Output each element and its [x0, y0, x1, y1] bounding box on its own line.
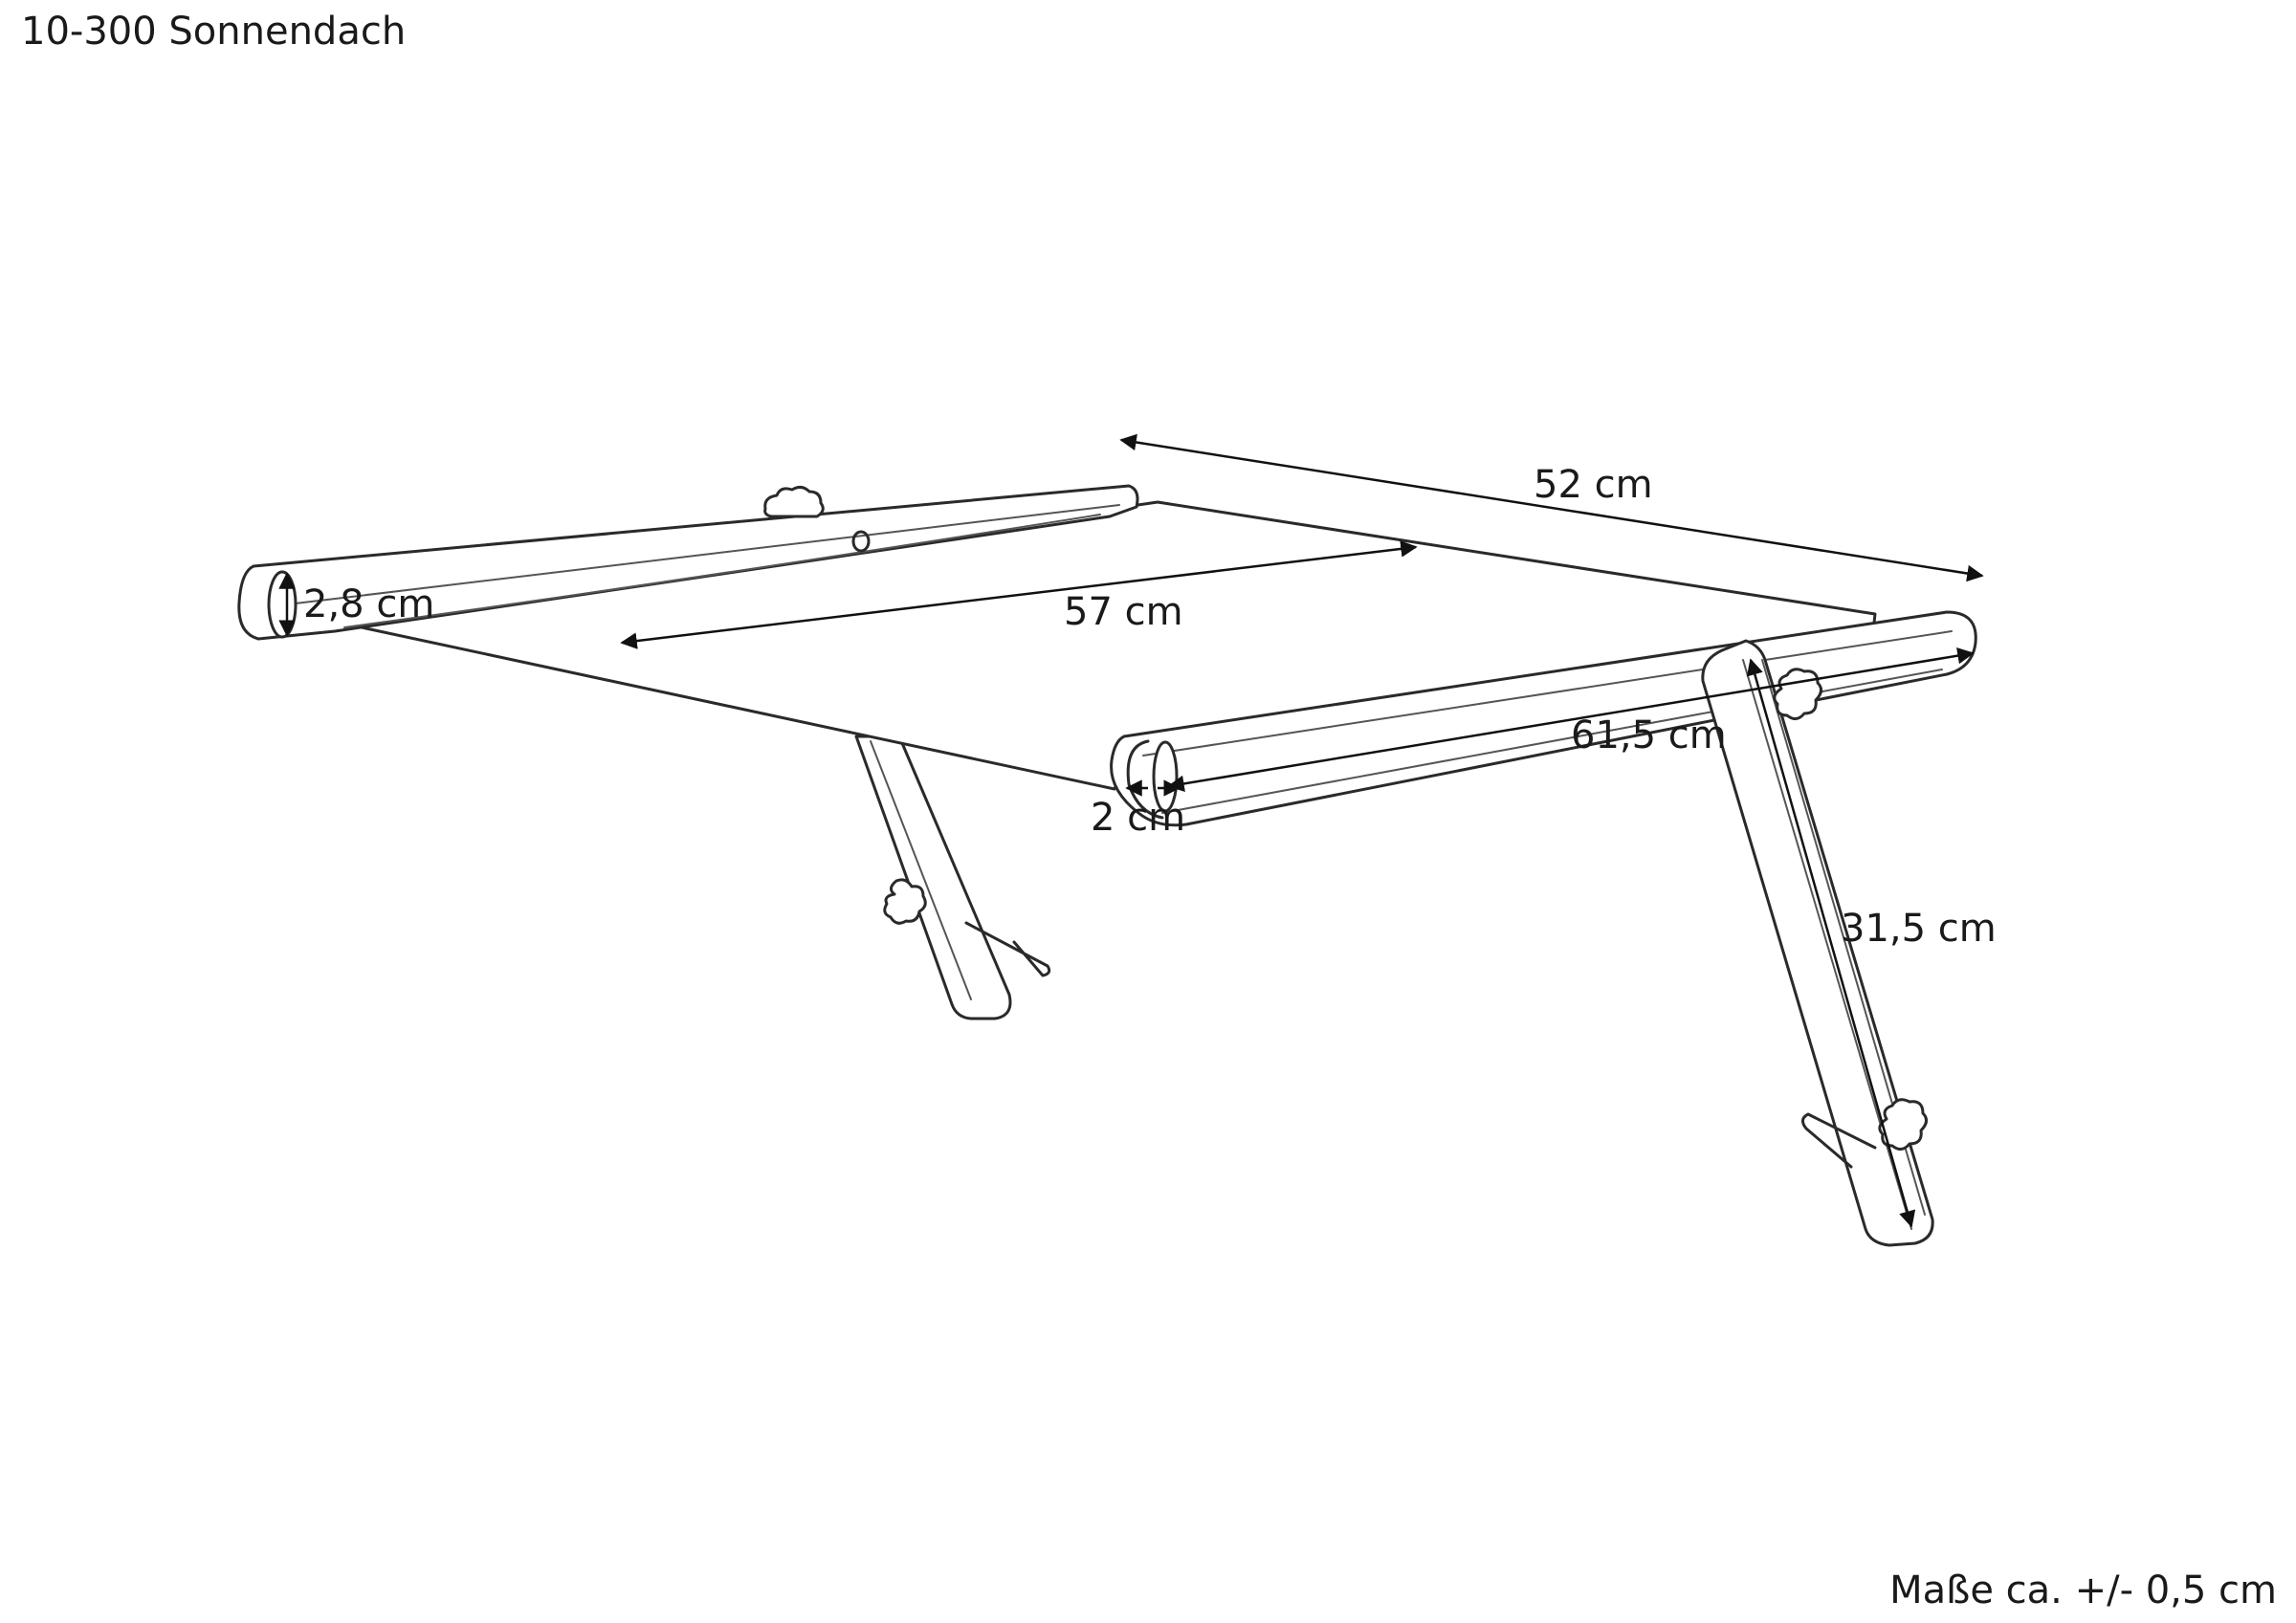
- rail-height-label: 2,8 cm: [303, 582, 434, 626]
- rear-rail-knob: [763, 485, 825, 518]
- canopy-width-dimension-arrow: [620, 540, 1418, 649]
- depth-label: 52 cm: [1534, 463, 1653, 507]
- support-length-label: 31,5 cm: [1841, 907, 1997, 951]
- depth-dimension-arrow: [1119, 433, 1984, 582]
- rail-thickness-label: 2 cm: [1091, 796, 1185, 840]
- right-leg-upper-knob: [1773, 668, 1822, 720]
- canopy-width-label: 57 cm: [1064, 590, 1183, 634]
- support-length-dimension-arrow: [1746, 658, 1916, 1228]
- drawing-title: 10-300 Sonnendach: [21, 10, 407, 54]
- rail-length-label: 61,5 cm: [1571, 713, 1727, 757]
- left-leg-knob: [883, 878, 927, 925]
- left-support-leg: [854, 735, 1051, 1020]
- tolerance-note: Maße ca. +/- 0,5 cm: [1889, 1568, 2277, 1612]
- left-leg-wire-clip: [964, 921, 1051, 977]
